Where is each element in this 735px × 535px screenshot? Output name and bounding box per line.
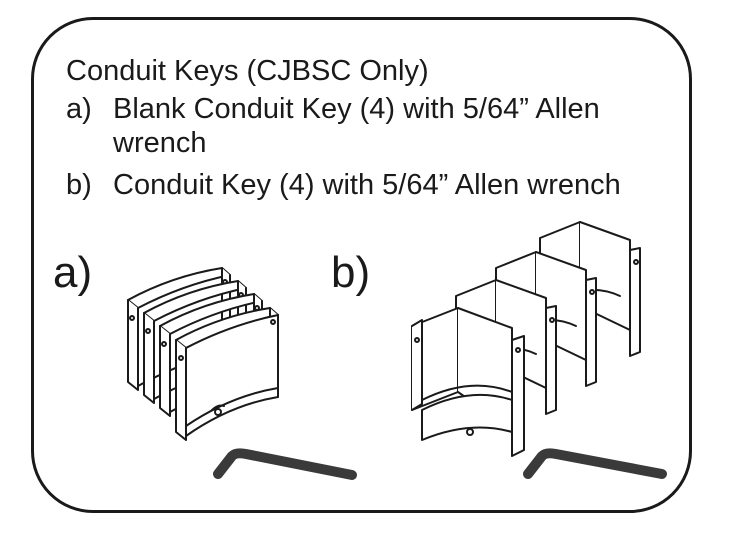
conduit-key-icon xyxy=(411,307,525,457)
allen-wrench-icon xyxy=(213,448,357,480)
figure-a-label: a) xyxy=(53,248,93,297)
list-item-label: a) xyxy=(66,93,92,125)
figure-b-label: b) xyxy=(331,248,371,297)
conduit-key-stack-icon xyxy=(411,221,641,457)
page-title: Conduit Keys (CJBSC Only) xyxy=(66,55,429,87)
list-item-text: Conduit Key (4) with 5/64” Allen wrench xyxy=(113,169,621,201)
blank-conduit-key-stack-icon xyxy=(127,267,279,441)
list-item-text-line1: Blank Conduit Key (4) with 5/64” Allen xyxy=(113,93,600,125)
list-item-text-line2: wrench xyxy=(113,127,207,159)
allen-wrench-icon xyxy=(523,448,667,479)
list-item-text: Blank Conduit Key (4) with 5/64” Allen w… xyxy=(113,92,600,160)
list-item-label: b) xyxy=(66,169,92,201)
blank-conduit-key-icon xyxy=(175,307,279,441)
